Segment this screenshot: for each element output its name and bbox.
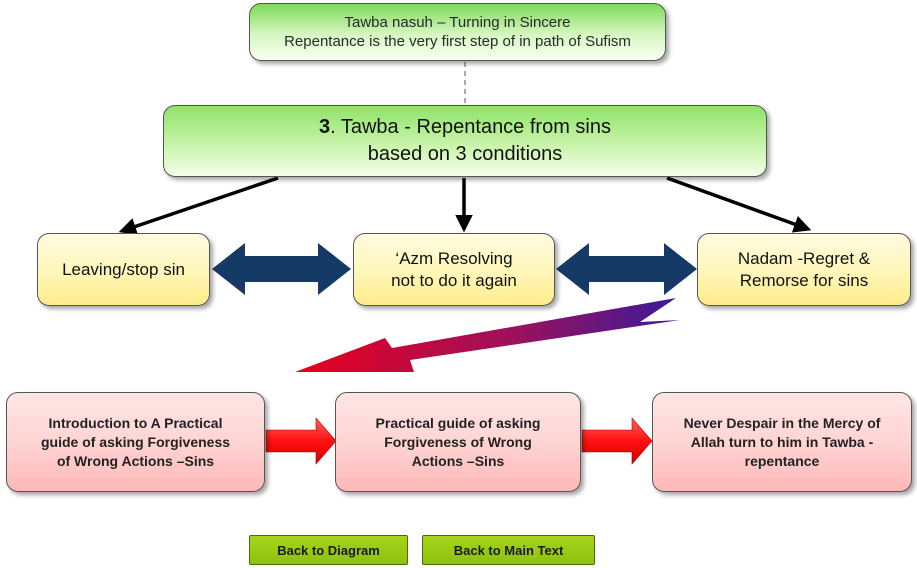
main-box-title: . Tawba - Repentance from sins — [330, 116, 611, 138]
back-to-diagram-button[interactable]: Back to Diagram — [249, 535, 408, 565]
guide-intro-line-3: of Wrong Actions –Sins — [56, 452, 215, 469]
guide-practical-box[interactable]: Practical guide of asking Forgiveness of… — [335, 392, 581, 492]
main-box-number: 3 — [318, 116, 331, 138]
back-to-main-text-button[interactable]: Back to Main Text — [422, 535, 595, 565]
gradient-return-arrow — [295, 298, 680, 372]
double-arrow-right — [556, 243, 697, 295]
condition-azm-box: ‘Azm Resolving not to do it again — [353, 233, 555, 306]
guide-practical-line-1: Practical guide of asking — [375, 414, 541, 431]
double-arrow-left — [212, 243, 351, 295]
guide-intro-line-1: Introduction to A Practical — [48, 414, 223, 431]
tawba-main-box: 3. Tawba - Repentance from sins based on… — [163, 105, 767, 177]
condition-azm-line-2: not to do it again — [391, 270, 517, 290]
condition-nadam-box: Nadam -Regret & Remorse for sins — [697, 233, 911, 306]
condition-azm-line-1: ‘Azm Resolving — [395, 248, 513, 268]
guide-despair-line-3: repentance — [744, 452, 820, 469]
main-box-line-2: based on 3 conditions — [367, 143, 563, 165]
condition-leaving-text: Leaving/stop sin — [62, 259, 185, 279]
condition-nadam-line-2: Remorse for sins — [739, 270, 869, 290]
top-box-line-1: Tawba nasuh – Turning in Sincere — [344, 14, 571, 31]
guide-despair-line-2: Allah turn to him in Tawba - — [690, 433, 874, 450]
top-box-line-2: Repentance is the very first step of in … — [284, 33, 631, 50]
main-box-line-1: 3. Tawba - Repentance from sins — [319, 114, 611, 141]
sufism-intro-box: Tawba nasuh – Turning in Sincere Repenta… — [249, 3, 666, 61]
red-arrow-2 — [581, 417, 653, 465]
arrow-to-nadam — [666, 176, 812, 233]
condition-nadam-line-1: Nadam -Regret & — [737, 248, 871, 268]
red-arrow-1 — [265, 417, 337, 465]
guide-never-despair-box[interactable]: Never Despair in the Mercy of Allah turn… — [652, 392, 912, 492]
guide-intro-line-2: guide of asking Forgiveness — [40, 433, 231, 450]
guide-practical-line-3: Actions –Sins — [411, 452, 505, 469]
guide-practical-line-2: Forgiveness of Wrong — [384, 433, 532, 450]
guide-introduction-box[interactable]: Introduction to A Practical guide of ask… — [6, 392, 265, 492]
condition-leaving-box: Leaving/stop sin — [37, 233, 210, 306]
arrow-to-leaving — [118, 176, 279, 235]
guide-despair-line-1: Never Despair in the Mercy of — [683, 414, 881, 431]
